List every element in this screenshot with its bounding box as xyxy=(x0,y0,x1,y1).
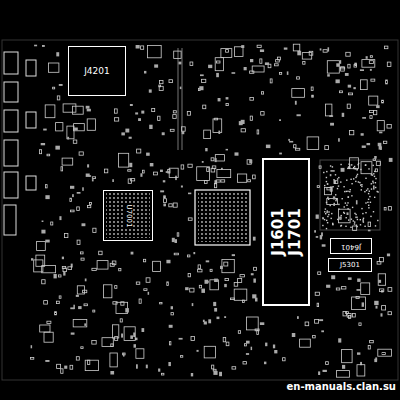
component-outline: J5301 xyxy=(328,258,372,272)
reference-designator: J1601 xyxy=(271,207,286,256)
component-outline: J6401 xyxy=(330,238,372,254)
reference-designator: J6401 xyxy=(340,243,362,250)
component-outline: J4201 xyxy=(68,46,126,96)
reference-designator: J1701 xyxy=(287,207,302,256)
watermark: en-manuals.clan.su xyxy=(287,382,396,392)
reference-designator: J4201 xyxy=(83,67,111,76)
reference-designator: U7001 xyxy=(125,203,132,228)
reference-designator: J5301 xyxy=(339,262,361,269)
component-outline: J1601J1701 xyxy=(262,158,310,306)
component-outline: U7001 xyxy=(103,190,153,241)
